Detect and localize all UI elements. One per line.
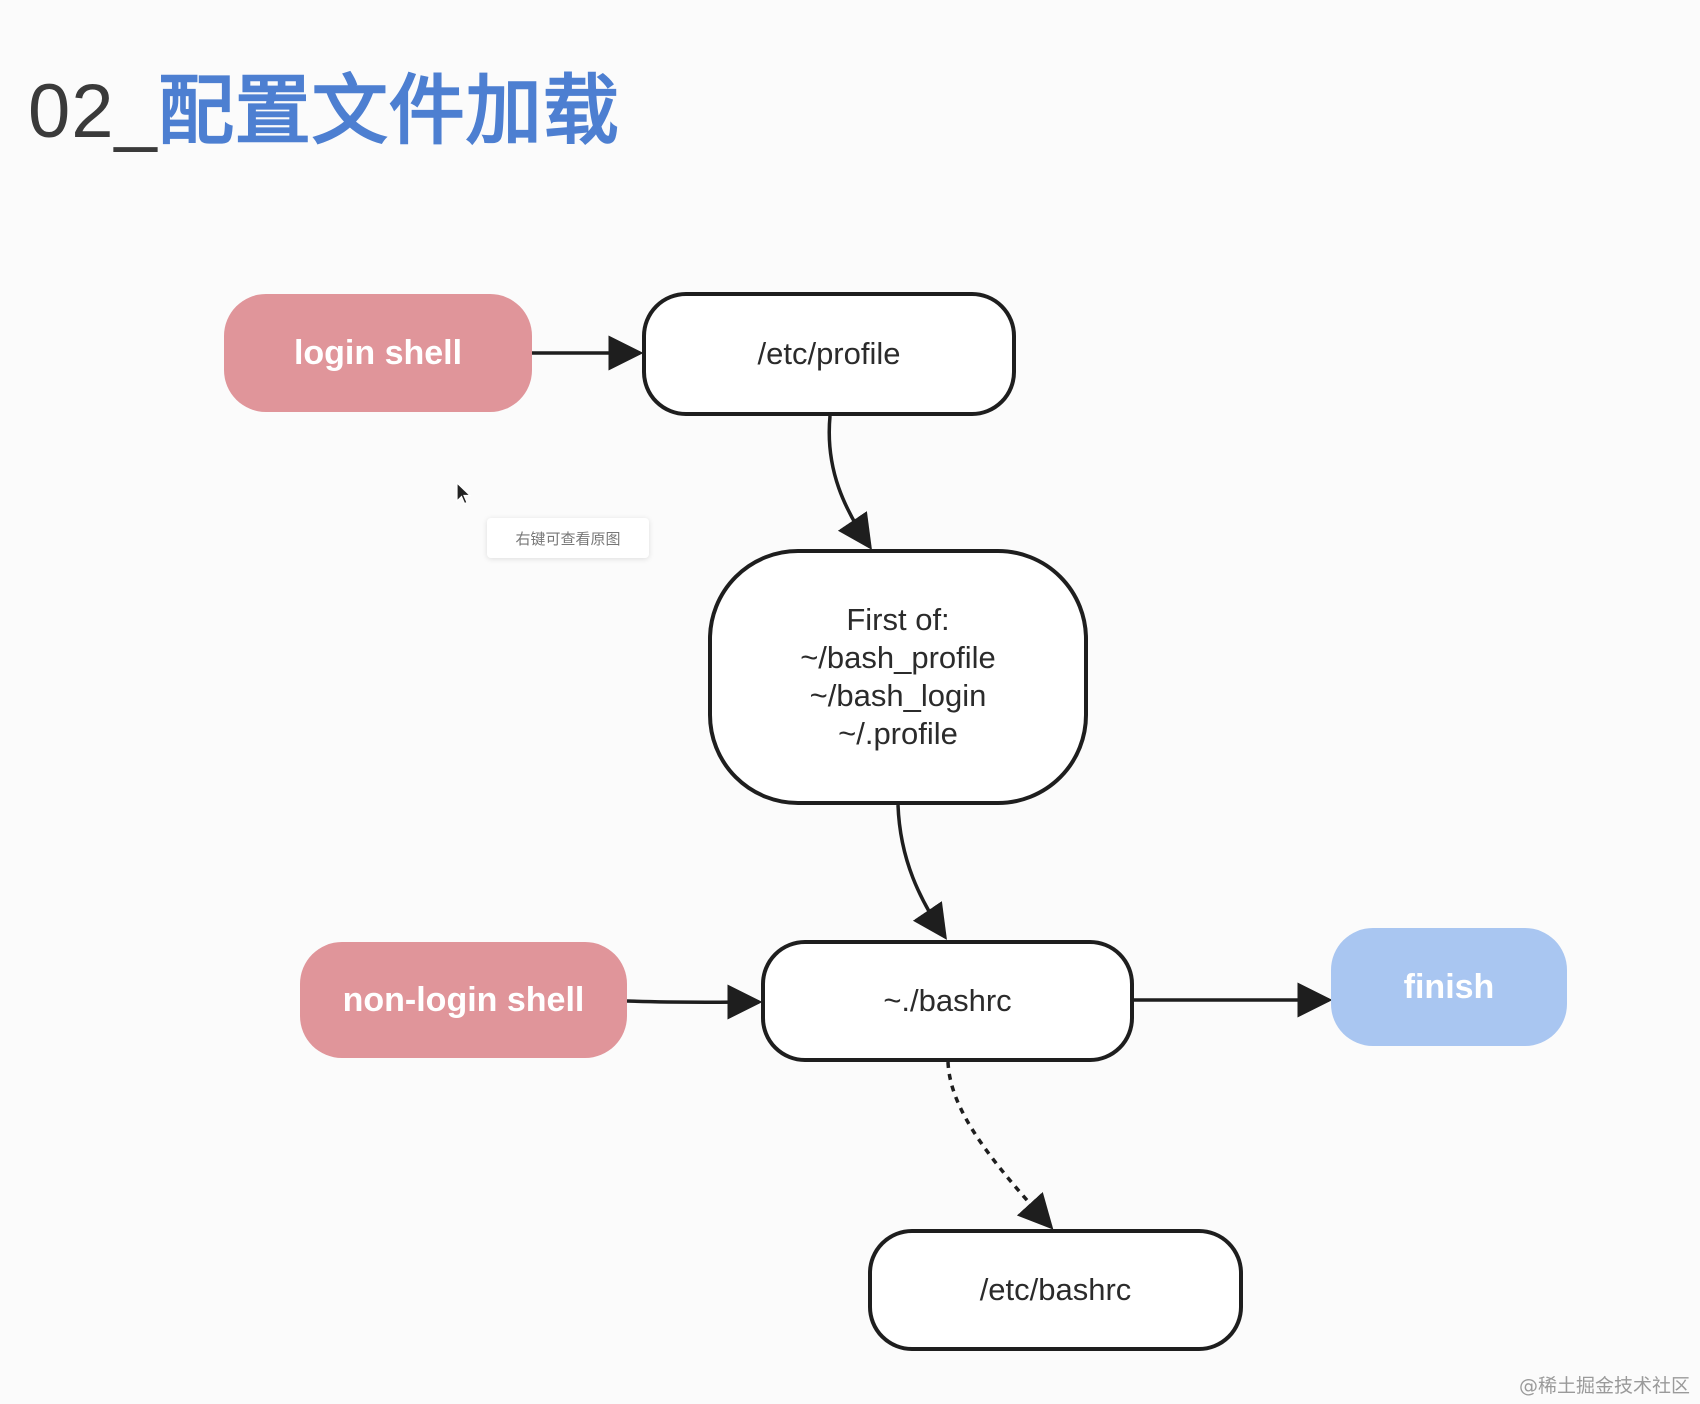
finish-label: finish — [1403, 967, 1495, 1006]
bashrc-node: ~./bashrc — [761, 940, 1134, 1062]
non-login-shell-node: non-login shell — [300, 942, 627, 1058]
title-number: 02_ — [28, 69, 158, 154]
first-of-heading: First of: — [846, 602, 950, 637]
mouse-cursor-icon — [456, 482, 472, 505]
login-shell-label: login shell — [293, 333, 463, 372]
first-of-item: ~/bash_profile — [800, 640, 996, 675]
finish-node: finish — [1331, 928, 1567, 1046]
slide-title: 02_配置文件加载 — [28, 62, 620, 162]
bashrc-label: ~./bashrc — [883, 983, 1012, 1018]
watermark: @稀土掘金技术社区 — [1518, 1375, 1690, 1397]
edge-profile-to-firstof — [827, 415, 872, 550]
edge-bashrc-to-etcbashrc-dashed — [946, 1061, 1054, 1230]
first-of-item: ~/bash_login — [809, 678, 987, 713]
non-login-shell-label: non-login shell — [342, 980, 585, 1019]
first-of-item: ~/.profile — [838, 716, 958, 751]
edge-nonlogin-to-bashrc — [626, 984, 763, 1020]
login-shell-node: login shell — [224, 294, 532, 412]
etc-bashrc-label: /etc/bashrc — [979, 1272, 1132, 1307]
edge-firstof-to-bashrc — [896, 804, 947, 940]
first-of-node: First of: ~/bash_profile ~/bash_login ~/… — [708, 549, 1088, 805]
etc-profile-node: /etc/profile — [642, 292, 1016, 416]
etc-profile-label: /etc/profile — [757, 336, 901, 371]
etc-bashrc-node: /etc/bashrc — [868, 1229, 1243, 1351]
title-text: 配置文件加载 — [157, 69, 620, 154]
view-original-tooltip: 右键可查看原图 — [487, 518, 649, 558]
first-of-list: First of: ~/bash_profile ~/bash_login ~/… — [800, 601, 996, 753]
